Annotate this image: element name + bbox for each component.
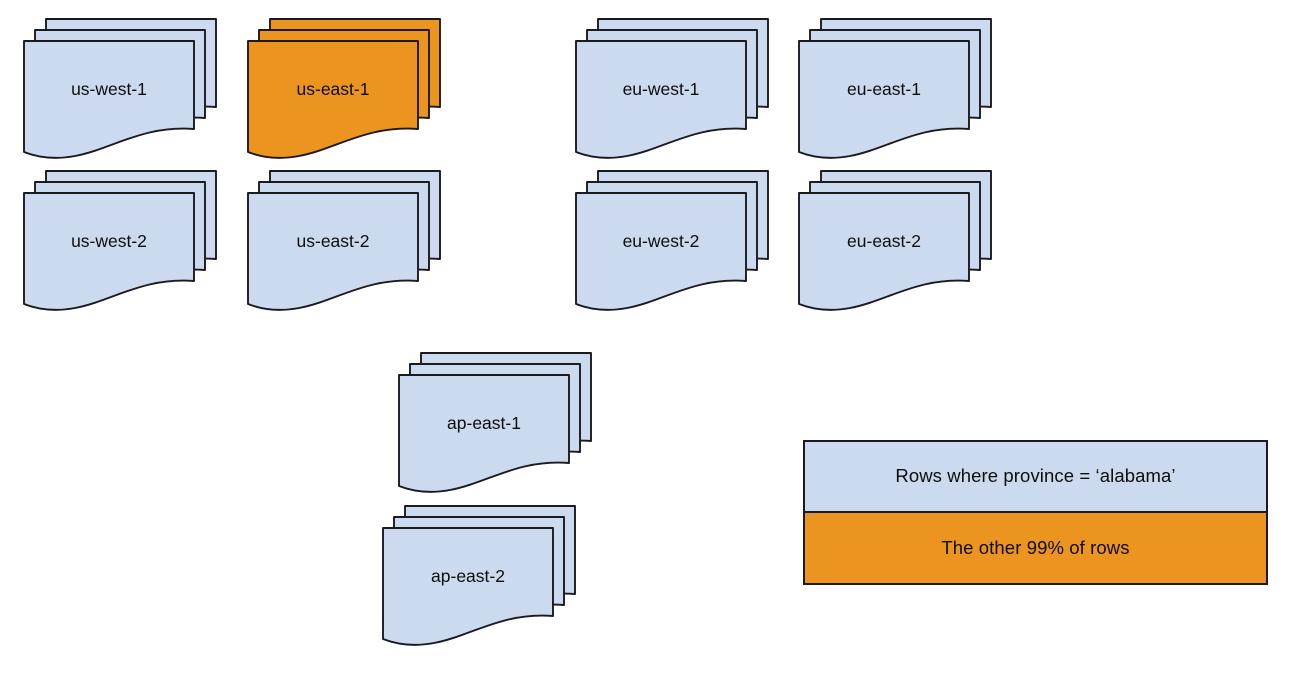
document-sheet [798, 40, 970, 159]
legend-label-other: The other 99% of rows [941, 536, 1130, 558]
document-sheet [382, 527, 554, 646]
document-stack-label: us-west-1 [71, 79, 147, 99]
document-stack-label: eu-west-2 [623, 231, 700, 251]
document-stack-label: ap-east-1 [447, 413, 521, 433]
document-sheet [575, 40, 747, 159]
document-sheet [247, 40, 419, 159]
document-stack-label: us-east-2 [297, 231, 370, 251]
legend-label-alabama: Rows where province = ‘alabama’ [895, 465, 1176, 487]
legend-row-other: The other 99% of rows [805, 512, 1266, 583]
document-stack-label: us-east-1 [297, 79, 370, 99]
document-sheet [575, 192, 747, 311]
document-sheet [247, 192, 419, 311]
document-stack-label: eu-east-1 [847, 79, 921, 99]
document-sheet [398, 374, 570, 493]
legend: Rows where province = ‘alabama’ The othe… [803, 440, 1268, 585]
document-stack-label: us-west-2 [71, 231, 147, 251]
document-stack-label: eu-east-2 [847, 231, 921, 251]
document-sheet [798, 192, 970, 311]
document-sheet [23, 40, 195, 159]
document-stack-label: ap-east-2 [431, 566, 505, 586]
document-stack-label: eu-west-1 [623, 79, 700, 99]
document-sheet [23, 192, 195, 311]
legend-row-alabama: Rows where province = ‘alabama’ [805, 442, 1266, 513]
